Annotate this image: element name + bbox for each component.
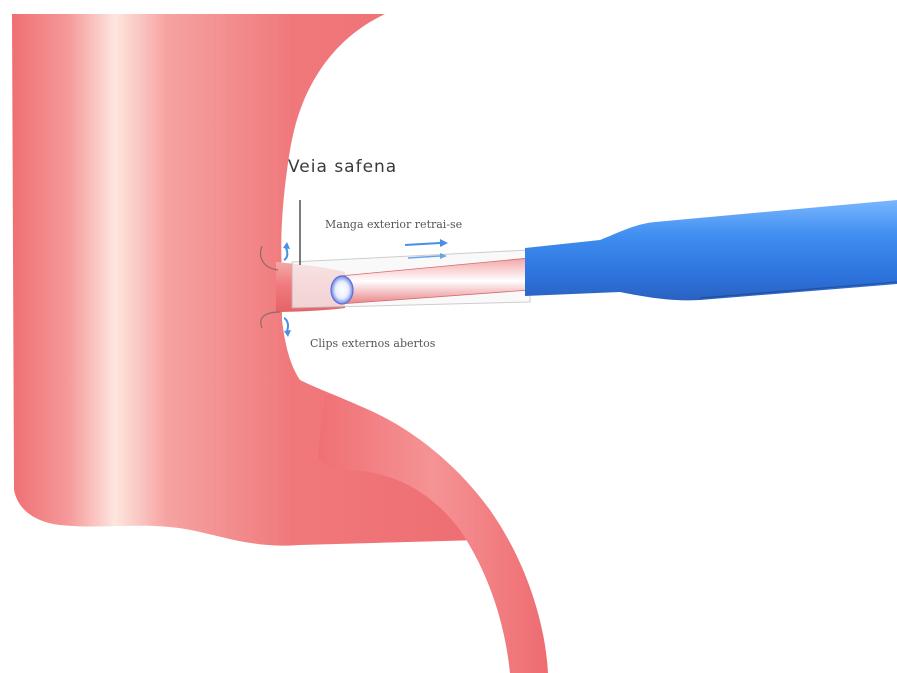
- sleeve-retract-label: Manga exterior retrai-se: [325, 218, 462, 231]
- sleeve-retract-arrow: [405, 239, 448, 247]
- delivery-device: [525, 200, 897, 300]
- diagram-title: Veia safena: [288, 157, 397, 177]
- lower-clip-arrow: [284, 318, 291, 337]
- catheter-tip: [331, 276, 353, 304]
- clips-open-label: Clips externos abertos: [310, 337, 436, 350]
- upper-clip-arrow: [283, 242, 290, 260]
